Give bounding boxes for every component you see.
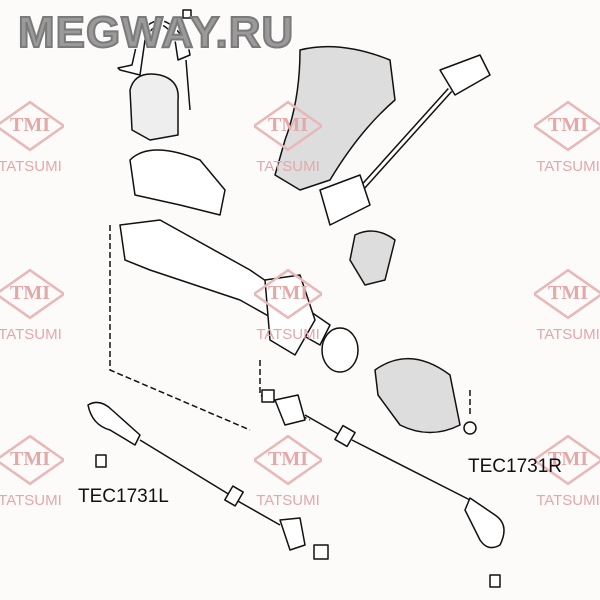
bracket-cover (129, 149, 226, 216)
part-label-right: TEC1731R (468, 456, 562, 477)
inner-joint-left (279, 517, 306, 551)
pinion-housing (264, 274, 316, 356)
inner-joint-right (274, 394, 306, 426)
nut (95, 454, 107, 468)
nut (261, 389, 275, 403)
nut (182, 9, 192, 19)
rack-boot-right (374, 358, 461, 434)
tie-rod-end-right (464, 497, 505, 549)
dust-cover (349, 230, 396, 286)
nut (489, 574, 501, 588)
nut (313, 544, 329, 560)
bushing (129, 73, 179, 141)
tie-rod-end-left (87, 401, 141, 446)
clamp-bracket (117, 20, 191, 76)
part-label-left: TEC1731L (78, 486, 169, 507)
universal-joint (319, 174, 371, 226)
steering-shaft (439, 54, 491, 96)
site-watermark: MEGWAY.RU (17, 7, 295, 58)
